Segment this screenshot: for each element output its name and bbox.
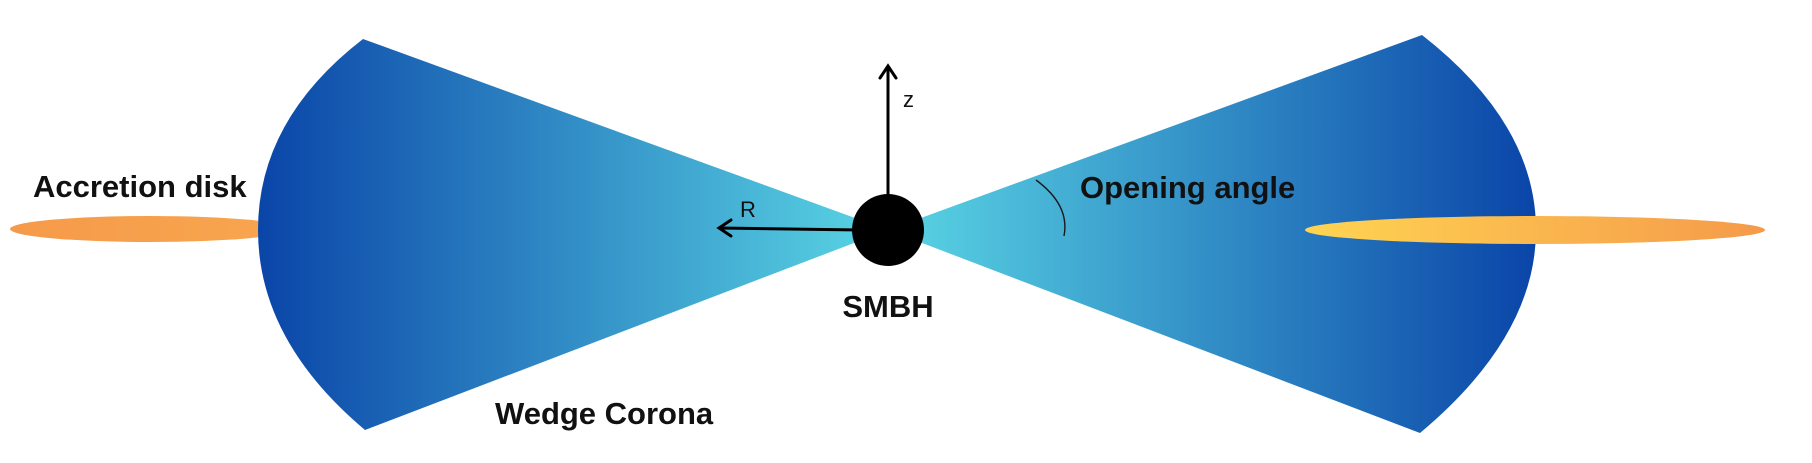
z-axis-arrowhead xyxy=(878,63,898,80)
label-r-axis: R xyxy=(740,197,756,222)
smbh-black-hole xyxy=(852,194,924,266)
label-smbh: SMBH xyxy=(842,289,933,324)
opening-angle-arc xyxy=(1035,179,1066,237)
label-opening-angle: Opening angle xyxy=(1080,170,1295,205)
label-accretion-disk: Accretion disk xyxy=(33,169,247,204)
r-axis-arrowhead xyxy=(716,218,733,238)
label-z-axis: z xyxy=(903,87,914,112)
accretion-disk-right xyxy=(1305,216,1765,244)
r-axis-line xyxy=(719,226,861,232)
wedge-corona-left xyxy=(258,39,888,430)
label-wedge-corona: Wedge Corona xyxy=(495,396,714,431)
accretion-disk-left xyxy=(10,216,290,242)
wedge-corona-right xyxy=(888,35,1536,433)
